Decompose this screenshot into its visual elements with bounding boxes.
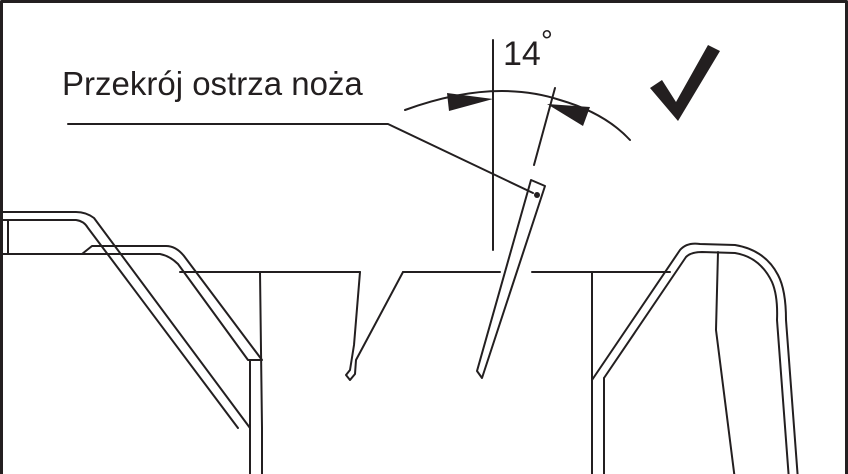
blade-axis-line <box>533 87 556 166</box>
right-heel-inner <box>603 251 790 474</box>
checkmark-icon <box>650 45 720 121</box>
left-heel <box>0 211 251 474</box>
angle-arc <box>404 90 631 141</box>
angle-annotation: 14° <box>404 25 631 251</box>
sole-outline <box>81 253 261 361</box>
sole-notch-left <box>345 271 404 381</box>
blade-section-caption: Przekrój ostrza noża <box>62 65 363 102</box>
angle-arrow-left <box>447 93 493 111</box>
sole-left-wall-2 <box>259 271 263 429</box>
right-heel-outer <box>591 242 799 474</box>
leader-end-dot <box>534 192 540 198</box>
angle-arrow-right <box>547 104 590 126</box>
right-heel-seam <box>715 251 736 474</box>
blade-section <box>476 179 546 379</box>
angle-value-label: 14° <box>503 25 553 73</box>
sole-outline-2 <box>81 245 263 361</box>
caption-leader-line <box>67 123 534 194</box>
left-heel-inner <box>0 219 239 429</box>
